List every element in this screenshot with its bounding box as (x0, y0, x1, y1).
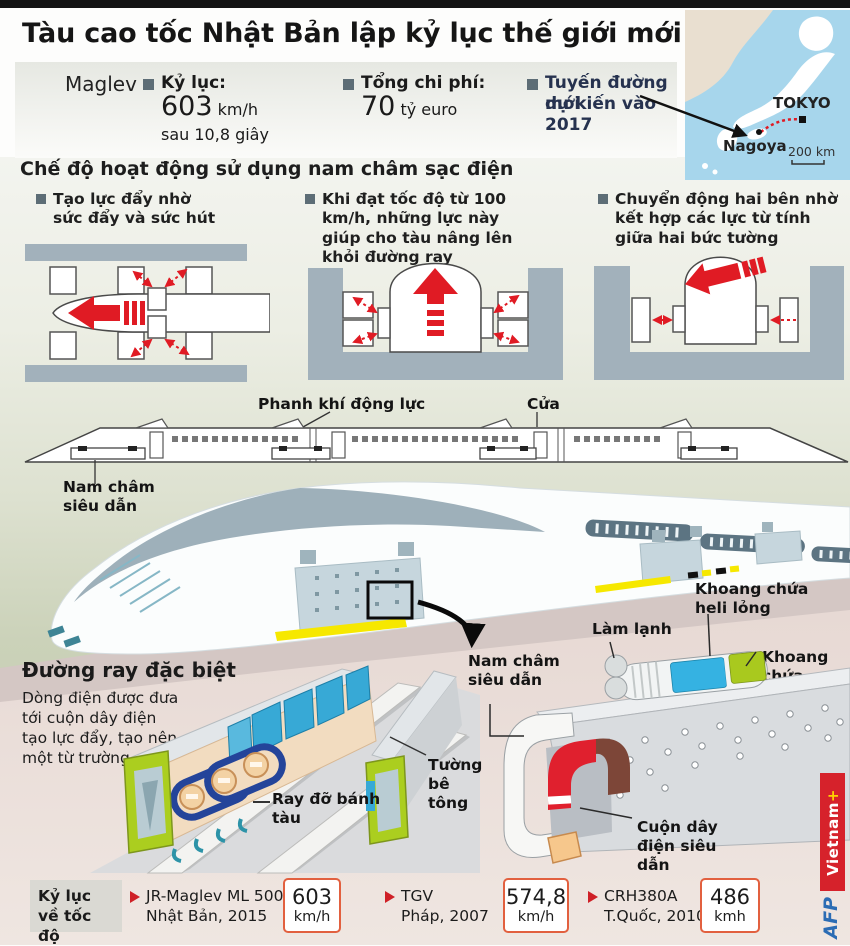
coil-block-icon (547, 831, 582, 864)
bogie-cutaway-illustration (489, 613, 850, 864)
label-aero-brake: Phanh khí động lực (258, 395, 426, 413)
triangle-bullet-icon (385, 891, 395, 903)
bullet-icon (598, 194, 608, 204)
route-line2: dự kiến vào 2017 (545, 94, 657, 136)
record-value: 603 (161, 91, 213, 122)
cost-label: Tổng chi phí: (361, 73, 486, 93)
agency-name: AFP (820, 897, 842, 939)
brand-name: Vietnam (823, 801, 842, 876)
afp-logo: AFP (816, 894, 846, 942)
route-line1: Tuyến đường mới (545, 73, 668, 115)
brand-plus: + (823, 788, 842, 802)
record-item-1: JR-Maglev ML 500 Nhật Bản, 2015 (146, 886, 288, 926)
mode-caption-3-text: Chuyển động hai bên nhờ kết hợp các lực … (615, 190, 838, 247)
modes-heading: Chế độ hoạt động sử dụng nam châm sạc đi… (20, 158, 514, 180)
record-note: sau 10,8 giây (161, 125, 269, 144)
record-label: Kỷ lục: (161, 73, 226, 93)
label-superconducting-magnet: Nam châm siêu dẫn (63, 478, 155, 515)
maglev-train-illustration (47, 481, 850, 655)
top-bar (0, 0, 850, 8)
record-2-unit: km/h (517, 908, 555, 925)
japan-map-art (685, 10, 835, 175)
record-2-origin: Pháp, 2007 (401, 907, 489, 926)
vietnamplus-logo: Vietnam+ (820, 773, 845, 891)
record-item-2: TGV Pháp, 2007 (401, 886, 501, 926)
red-up-arrow-icon (413, 268, 458, 304)
callout-box-icon (366, 580, 414, 620)
guidance-diagram (594, 256, 844, 380)
record-value-row: 603 km/h (161, 91, 258, 122)
bullet-icon (143, 79, 154, 90)
record-1-value-box: 603 km/h (283, 878, 341, 933)
product-name: Maglev (65, 72, 137, 96)
cost-unit: tỷ euro (400, 100, 458, 119)
nagoya-dot-icon (756, 129, 762, 135)
record-3-value-box: 486 kmh (700, 878, 760, 933)
label-superconducting-coil: Cuộn dây điện siêu dẫn (637, 818, 718, 874)
record-3-origin: T.Quốc, 2010 (604, 907, 706, 926)
map-scale-label: 200 km (788, 144, 836, 159)
track-heading: Đường ray đặc biệt (22, 658, 236, 682)
callout-arrow-icon (417, 599, 486, 649)
label-helium-tank: Khoang chứa heli lỏng (695, 580, 809, 617)
record-1-name: JR-Maglev ML 500 (146, 887, 284, 905)
label-door: Cửa (527, 395, 560, 413)
brand-text: Vietnam+ (824, 789, 842, 876)
label-cooling: Làm lạnh (592, 620, 672, 638)
bullet-icon (343, 79, 354, 90)
record-2-value-box: 574,8 km/h (503, 878, 569, 933)
map-city-nagoya: Nagoya (723, 137, 787, 155)
mode-caption-2-text: Khi đạt tốc độ từ 100 km/h, những lực nà… (322, 190, 513, 267)
tokyo-dot-icon (799, 116, 806, 123)
cost-value-row: 70 tỷ euro (361, 91, 457, 122)
route-pointer-arrow-icon (639, 94, 748, 138)
label-magnet-cutaway: Nam châm siêu dẫn (468, 652, 560, 689)
record-3-name: CRH380A (604, 887, 678, 905)
record-unit: km/h (217, 100, 259, 119)
records-heading-text: Kỷ lục về tốc độ (38, 887, 92, 946)
train-side-view (24, 411, 849, 484)
record-2-name: TGV (401, 887, 434, 905)
record-2-speed: 574,8 (505, 885, 567, 910)
cost-value: 70 (361, 91, 396, 122)
bullet-icon (527, 79, 538, 90)
track-description: Dòng điện được đưa tới cuộn dây điện tạo… (22, 689, 179, 768)
propulsion-diagram (25, 244, 270, 382)
record-1-unit: km/h (293, 908, 331, 925)
bullet-icon (36, 194, 46, 204)
label-concrete-wall: Tường bê tông (428, 756, 483, 812)
mode-caption-1-text: Tạo lực đẩy nhờ sức đẩy và sức hút (53, 190, 216, 228)
page-title: Tàu cao tốc Nhật Bản lập kỷ lục thế giới… (22, 18, 682, 49)
japan-map: TOKYO Nagoya 200 km (685, 10, 850, 180)
levitation-diagram (308, 262, 563, 380)
mode-caption-2: Khi đạt tốc độ từ 100 km/h, những lực nà… (305, 190, 543, 268)
record-1-origin: Nhật Bản, 2015 (146, 907, 268, 926)
red-arrow-icon (68, 296, 120, 330)
magnet-arc-icon (548, 739, 596, 810)
record-item-3: CRH380A T.Quốc, 2010 (604, 886, 714, 926)
label-wheel-rail: Ray đỡ bánh tàu (272, 790, 381, 827)
red-left-arrow-icon (685, 256, 767, 295)
guideway-illustration (90, 665, 480, 874)
scale-bar-icon (791, 160, 825, 165)
map-city-tokyo: TOKYO (773, 94, 831, 112)
triangle-bullet-icon (130, 891, 140, 903)
triangle-bullet-icon (588, 891, 598, 903)
record-3-unit: kmh (714, 908, 746, 925)
mode-caption-3: Chuyển động hai bên nhờ kết hợp các lực … (598, 190, 840, 248)
record-1-speed: 603 (291, 885, 333, 910)
bullet-icon (305, 194, 315, 204)
records-heading-box: Kỷ lục về tốc độ (30, 880, 122, 945)
mode-caption-1: Tạo lực đẩy nhờ sức đẩy và sức hút (36, 190, 221, 229)
record-3-speed: 486 (709, 885, 751, 910)
facts-panel: Maglev Kỷ lục: 603 km/h sau 10,8 giây Tổ… (15, 62, 677, 158)
